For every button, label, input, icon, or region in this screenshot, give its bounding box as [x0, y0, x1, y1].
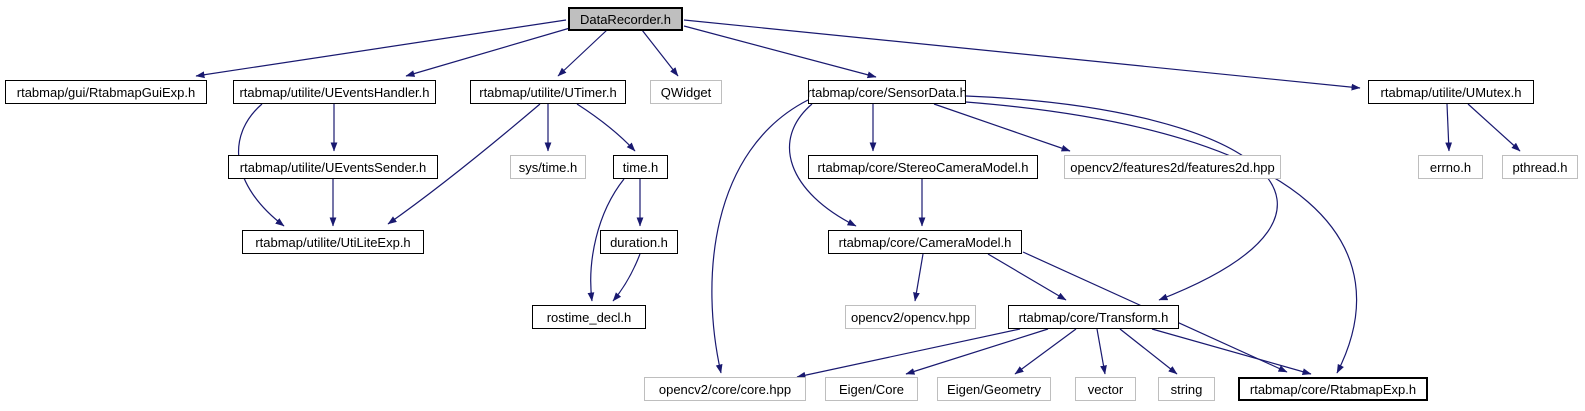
node-string: string	[1158, 377, 1215, 401]
edge-duration-to-rostimedecl	[612, 253, 641, 302]
edge-transform-to-eigencore	[905, 328, 1049, 375]
edge-datarecorder-to-umutex	[683, 19, 1361, 91]
edge-transform-to-rtabmapexp	[1151, 328, 1312, 375]
node-eigen-geometry: Eigen/Geometry	[937, 377, 1051, 401]
node-rtabmapguiexp-h[interactable]: rtabmap/gui/RtabmapGuiExp.h	[5, 80, 207, 104]
node-qwidget: QWidget	[650, 80, 722, 104]
node-vector: vector	[1075, 377, 1136, 401]
edge-cameramodel-to-transform	[987, 253, 1067, 301]
node-features2d-hpp: opencv2/features2d/features2d.hpp	[1064, 155, 1281, 179]
node-ueventshandler-h[interactable]: rtabmap/utilite/UEventsHandler.h	[233, 80, 436, 104]
node-sys-time-h: sys/time.h	[510, 155, 586, 179]
node-ueventssender-h[interactable]: rtabmap/utilite/UEventsSender.h	[228, 155, 438, 179]
edge-datarecorder-to-utimer	[557, 29, 608, 77]
node-rostime-decl-h[interactable]: rostime_decl.h	[532, 305, 646, 329]
edge-transform-to-string	[1119, 328, 1178, 375]
edge-transform-to-vector	[1096, 328, 1107, 375]
node-pthread-h: pthread.h	[1502, 155, 1578, 179]
node-cameramodel-h[interactable]: rtabmap/core/CameraModel.h	[828, 230, 1022, 254]
edge-datarecorder-to-rtabmapguiexp	[195, 19, 567, 79]
edge-utimer-to-utilitexp	[387, 103, 541, 225]
node-duration-h[interactable]: duration.h	[600, 230, 678, 254]
edge-sensordata-to-rtabmapexp	[965, 101, 1358, 374]
node-time-h[interactable]: time.h	[613, 155, 668, 179]
node-utimer-h[interactable]: rtabmap/utilite/UTimer.h	[470, 80, 626, 104]
edge-sensordata-to-features2d	[933, 103, 1071, 152]
edge-datarecorder-to-sensordata	[683, 25, 877, 79]
edge-umutex-to-errno	[1445, 103, 1453, 152]
edge-sensordata-to-corehpp	[711, 99, 809, 374]
edge-datarecorder-to-ueventshandler	[405, 27, 571, 77]
node-stereocameramodel-h[interactable]: rtabmap/core/StereoCameraModel.h	[808, 155, 1038, 179]
node-eigen-core: Eigen/Core	[825, 377, 918, 401]
node-rtabmapexp-h[interactable]: rtabmap/core/RtabmapExp.h	[1238, 377, 1428, 401]
edge-datarecorder-to-qwidget	[641, 29, 679, 77]
node-core-hpp: opencv2/core/core.hpp	[644, 377, 806, 401]
edge-sensordata-to-transform	[965, 95, 1278, 301]
node-sensordata-h[interactable]: rtabmap/core/SensorData.h	[808, 80, 966, 104]
edge-cameramodel-to-opencvhpp	[913, 253, 924, 302]
node-umutex-h[interactable]: rtabmap/utilite/UMutex.h	[1368, 80, 1534, 104]
node-datarecorder-h[interactable]: DataRecorder.h	[568, 7, 683, 31]
node-opencv-hpp: opencv2/opencv.hpp	[845, 305, 976, 329]
edge-umutex-to-pthread	[1467, 103, 1521, 152]
edge-transform-to-corehpp	[796, 328, 1021, 379]
node-utiliteexp-h[interactable]: rtabmap/utilite/UtiLiteExp.h	[242, 230, 424, 254]
edge-transform-to-eigengeometry	[1014, 328, 1077, 375]
node-transform-h[interactable]: rtabmap/core/Transform.h	[1008, 305, 1179, 329]
edge-time-to-rostimedecl	[587, 178, 625, 302]
edge-sensordata-to-cameramodel	[788, 103, 857, 227]
edge-utimer-to-time	[576, 103, 636, 152]
node-errno-h: errno.h	[1418, 155, 1483, 179]
